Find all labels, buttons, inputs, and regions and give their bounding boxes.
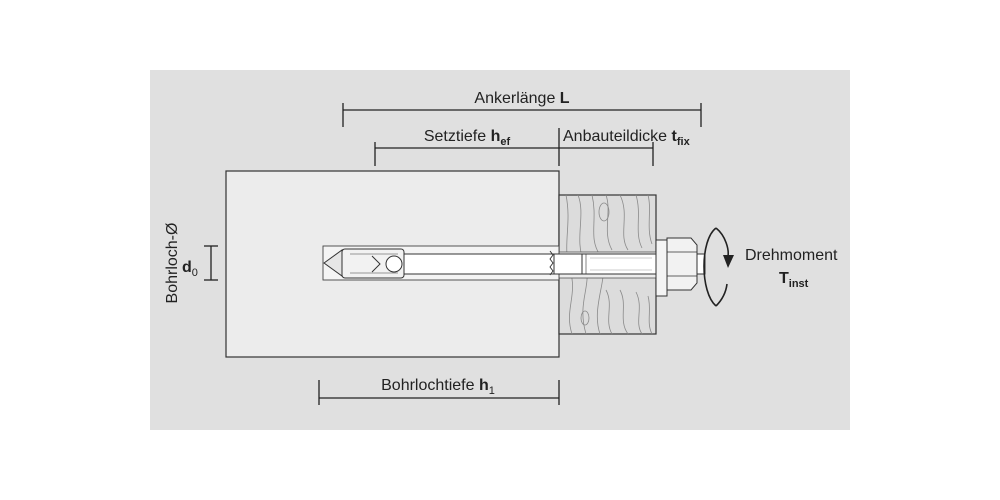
anchor-length-label: Ankerlänge L [474,90,569,107]
drill-diameter-label: Bohrloch-Ø [164,223,181,304]
drill-depth-dimension [318,380,560,405]
drill-diameter-dimension [204,245,218,281]
anchor-bolt [323,237,706,297]
drill-depth-label: Bohrlochtiefe h1 [381,377,495,397]
fixture-thickness-label: Anbauteildicke tfix [563,128,691,148]
drill-diameter-symbol: d0 [182,259,198,279]
torque-symbol: Tinst [779,270,809,290]
setting-depth-dimension [374,128,654,166]
torque-label: Drehmoment [745,247,838,264]
torque-arrow-icon [703,227,734,307]
setting-depth-label: Setztiefe hef [424,128,511,148]
anchor-length-dimension [342,103,702,127]
